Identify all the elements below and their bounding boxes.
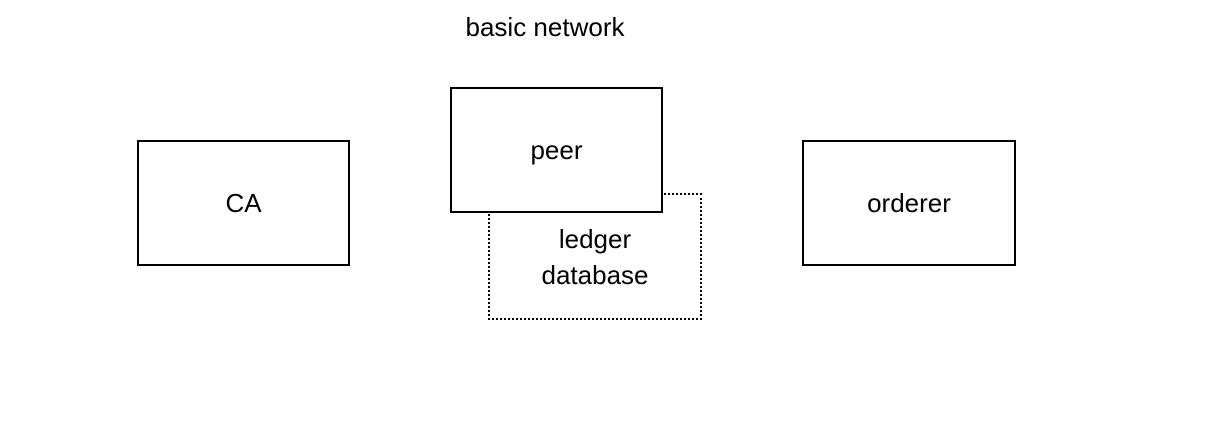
diagram-title: basic network	[465, 12, 625, 42]
orderer-node: orderer	[802, 140, 1016, 266]
ledger-label-line-1: ledger	[558, 223, 632, 254]
ledger-label-line-2: database	[541, 259, 649, 290]
peer-node-label: peer	[530, 135, 583, 165]
peer-node: peer	[450, 87, 663, 213]
ca-node-label: CA	[225, 188, 262, 218]
ca-node: CA	[137, 140, 350, 266]
ledger-database-label: ledger database	[542, 221, 649, 293]
orderer-node-label: orderer	[867, 188, 951, 218]
